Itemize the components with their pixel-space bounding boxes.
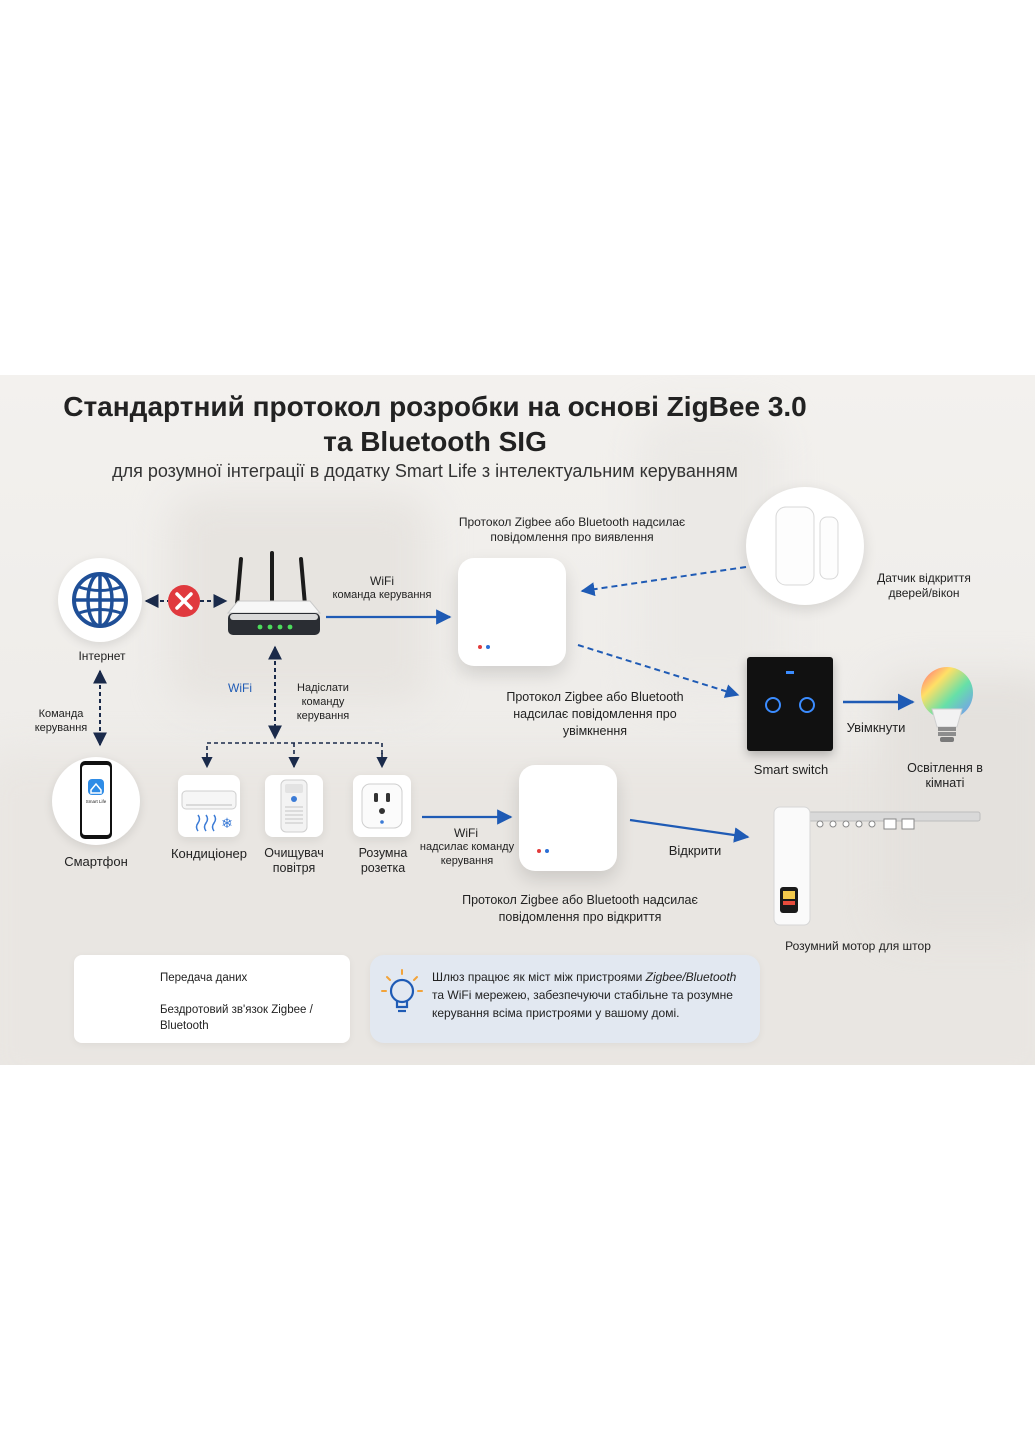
edge-sensor-hub	[580, 566, 747, 597]
note-line-1-italic: Zigbee/Bluetooth	[645, 970, 737, 984]
internet-phone-label-text: Команда керування	[34, 708, 88, 734]
socket-hub-wifi-label: WiFi	[454, 826, 478, 840]
sensor-hub-caption-text: Протокол Zigbee або Bluetooth надсилає п…	[458, 515, 686, 544]
hub2-caption-text: Протокол Zigbee або Bluetooth надсилає п…	[462, 893, 698, 924]
hub-switch-caption: Протокол Zigbee або Bluetooth надсилає п…	[500, 689, 690, 740]
page-subtitle: для розумної інтеграції в додатку Smart …	[112, 461, 738, 481]
title-line-1: Стандартний протокол розробки на основі …	[63, 391, 807, 422]
app-name: Smart Life	[86, 799, 107, 804]
svg-text:❄: ❄	[221, 816, 233, 832]
legend-box: Передача даних Бездротовий зв'язок Zigbe…	[74, 955, 350, 1043]
hub2-led-red	[537, 849, 541, 853]
smart-switch-node	[747, 657, 833, 751]
note-line-1: Шлюз працює як міст між пристроями Zigbe…	[432, 968, 736, 986]
lighting-label: Освітлення в кімнаті	[898, 761, 992, 791]
note-line-2: та WiFi мережею, забезпечуючи стабільне …	[432, 988, 733, 1002]
legend-dashed-label-line-2: Bluetooth	[160, 1020, 209, 1032]
internet-label: Інтернет	[78, 649, 126, 663]
hub-led-red	[478, 645, 482, 649]
globe-icon	[72, 572, 128, 628]
internet-node	[58, 558, 142, 642]
title-line-2: та Bluetooth SIG	[323, 426, 547, 457]
smartphone-label: Смартфон	[64, 854, 128, 869]
hub2-led-blue	[545, 849, 549, 853]
router-hub-command-label: команда керування	[332, 589, 432, 601]
router-hub-wifi-label: WiFi	[370, 574, 394, 588]
smart-socket-label: Розумна розетка	[344, 846, 422, 876]
gateway-hub-main	[458, 558, 566, 666]
air-purifier-label-text: Очищувач повітря	[264, 846, 324, 875]
hub-led-blue	[486, 645, 490, 649]
hub2-caption: Протокол Zigbee або Bluetooth надсилає п…	[462, 892, 698, 926]
lightbulb-idea-icon	[381, 969, 423, 1013]
hub-switch-caption-text: Протокол Zigbee або Bluetooth надсилає п…	[506, 690, 684, 738]
smart-switch-icon	[765, 671, 815, 713]
router-down-command-label: Надіслати команду керування	[296, 682, 350, 722]
router-down-wifi-label: WiFi	[228, 681, 252, 695]
smartphone-node: Smart Life	[52, 757, 140, 845]
air-conditioner-icon: ❄	[181, 790, 237, 832]
edge-hub-curtain	[629, 818, 750, 843]
door-sensor-label: Датчик відкриття дверей/вікон	[864, 571, 984, 601]
switch-light-label: Увімкнути	[846, 720, 906, 735]
door-sensor-node	[746, 487, 864, 605]
hub-curtain-label: Відкрити	[668, 843, 722, 858]
air-purifier-node	[265, 775, 323, 837]
internet-phone-label: Команда керування	[24, 707, 98, 735]
door-sensor-icon	[775, 506, 839, 586]
air-purifier-icon	[280, 779, 308, 833]
smartphone-icon: Smart Life	[80, 761, 112, 839]
gateway-hub-secondary	[519, 765, 617, 871]
smart-socket-icon	[361, 783, 403, 829]
page-title: Стандартний протокол розробки на основі …	[0, 389, 870, 459]
legend-dashed-label-line-1: Бездротовий зв'язок Zigbee /	[160, 1004, 313, 1016]
edge-hub-switch	[577, 644, 740, 698]
air-conditioner-label: Кондиціонер	[170, 846, 248, 861]
socket-hub-command-label: надсилає команду керування	[416, 840, 518, 868]
diagram-panel: Стандартний протокол розробки на основі …	[0, 375, 1035, 1065]
legend-solid-label: Передача даних	[160, 972, 248, 984]
smart-switch-label: Smart switch	[753, 762, 829, 777]
socket-hub-command-text: надсилає команду керування	[419, 841, 515, 867]
sensor-hub-caption: Протокол Zigbee або Bluetooth надсилає п…	[452, 515, 692, 545]
note-line-3: керування всіма пристроями у вашому домі…	[432, 1006, 680, 1020]
smart-socket-node	[353, 775, 411, 837]
smart-socket-label-text: Розумна розетка	[358, 846, 408, 875]
air-conditioner-node: ❄	[178, 775, 240, 837]
note-line-1-prefix: Шлюз працює як міст між пристроями	[432, 970, 646, 984]
curtain-motor-label: Розумний мотор для штор	[785, 939, 931, 953]
door-sensor-label-text: Датчик відкриття дверей/вікон	[877, 571, 971, 600]
lighting-label-text: Освітлення в кімнаті	[907, 761, 983, 790]
info-note-box: Шлюз працює як міст між пристроями Zigbe…	[370, 955, 760, 1043]
air-purifier-label: Очищувач повітря	[254, 846, 334, 876]
